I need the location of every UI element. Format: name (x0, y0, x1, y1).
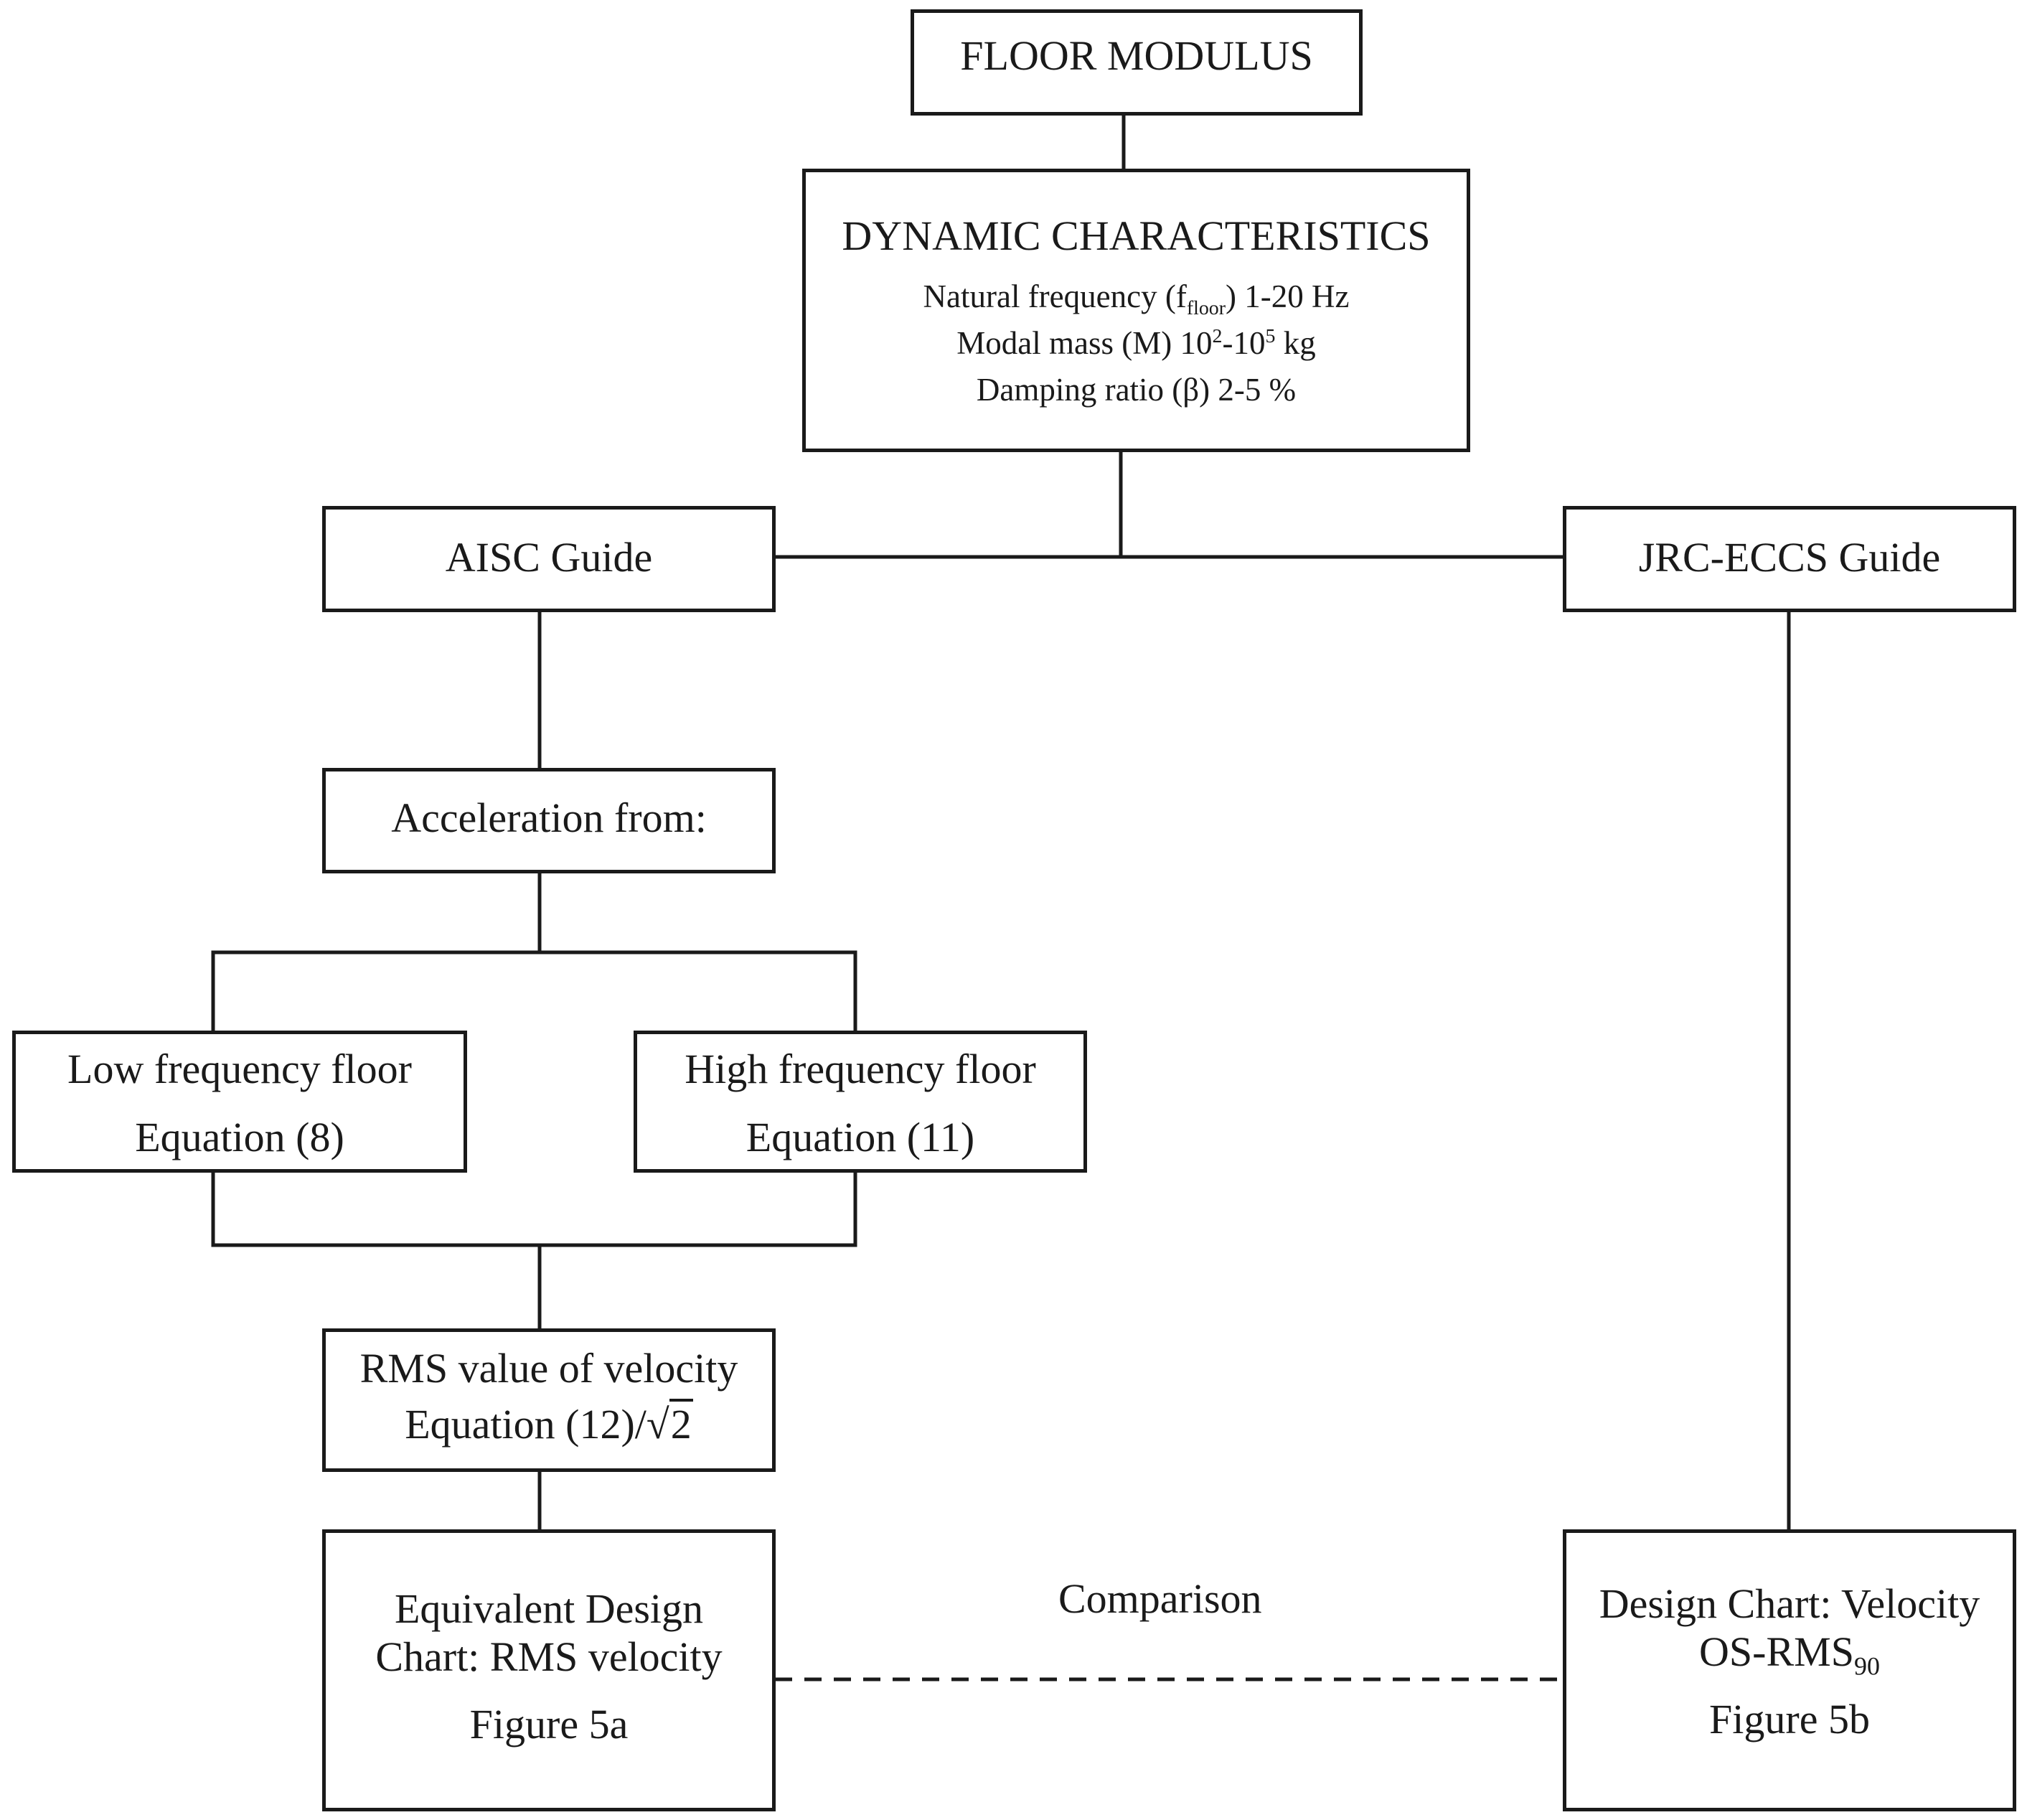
aisc-guide-title: AISC Guide (445, 534, 653, 581)
os-rms-subscript: 90 (1854, 1651, 1880, 1681)
square-root-expression: √2 (646, 1398, 693, 1449)
dynamic-characteristics-title: DYNAMIC CHARACTERISTICS (842, 212, 1431, 259)
natural-frequency-value: ) 1-20 Hz (1226, 278, 1350, 314)
dynamic-characteristics-box: DYNAMIC CHARACTERISTICS Natural frequenc… (802, 169, 1470, 452)
natural-frequency-text: Natural frequency (ffloor) 1-20 Hz (806, 273, 1467, 320)
edge-acceleration-split (211, 950, 857, 1031)
square-root-argument: 2 (669, 1398, 693, 1448)
floor-modulus-box: FLOOR MODULUS (911, 9, 1363, 116)
equivalent-design-chart-box: Equivalent Design Chart: RMS velocity Fi… (322, 1529, 776, 1811)
design-chart-velocity-line1: Design Chart: Velocity (1599, 1580, 1980, 1627)
square-root-symbol: √ (646, 1400, 669, 1448)
low-frequency-floor-title: Low frequency floor (67, 1046, 412, 1092)
equivalent-design-chart-line1: Equivalent Design (394, 1585, 704, 1632)
modal-mass-range-separator: -10 (1222, 324, 1266, 361)
edge-frequency-merge (211, 1170, 857, 1247)
design-chart-velocity-figure: Figure 5b (1709, 1696, 1870, 1743)
floor-modulus-title: FLOOR MODULUS (960, 32, 1313, 79)
natural-frequency-label: Natural frequency (f (923, 278, 1187, 314)
acceleration-box: Acceleration from: (322, 768, 776, 873)
high-frequency-floor-equation: Equation (11) (746, 1113, 975, 1160)
damping-ratio-text: Damping ratio (β) 2-5 % (976, 372, 1297, 408)
low-frequency-floor-box: Low frequency floor Equation (8) (12, 1031, 467, 1173)
modal-mass-text: Modal mass (M) 102-105 kg (806, 320, 1467, 367)
design-chart-velocity-box: Design Chart: Velocity OS-RMS90 Figure 5… (1563, 1529, 2016, 1811)
comparison-label: Comparison (1058, 1575, 1262, 1622)
modal-mass-exponent-high: 5 (1265, 324, 1276, 347)
design-chart-velocity-line2: OS-RMS90 (1566, 1628, 2013, 1679)
jrc-eccs-guide-title: JRC-ECCS Guide (1638, 534, 1941, 581)
os-rms-label: OS-RMS (1699, 1628, 1855, 1675)
rms-equation-text: Equation (12)/ (405, 1400, 646, 1448)
rms-velocity-title: RMS value of velocity (359, 1345, 738, 1392)
jrc-eccs-guide-box: JRC-ECCS Guide (1563, 506, 2016, 612)
natural-frequency-subscript: floor (1186, 296, 1226, 319)
low-frequency-floor-equation: Equation (8) (135, 1113, 344, 1160)
high-frequency-floor-box: High frequency floor Equation (11) (634, 1031, 1087, 1173)
rms-velocity-box: RMS value of velocity Equation (12)/√2 (322, 1328, 776, 1472)
modal-mass-unit: kg (1275, 324, 1316, 361)
equivalent-design-chart-line2: Chart: RMS velocity (375, 1633, 723, 1680)
modal-mass-exponent-low: 2 (1212, 324, 1223, 347)
rms-velocity-equation: Equation (12)/√2 (326, 1398, 772, 1449)
acceleration-title: Acceleration from: (391, 794, 707, 841)
equivalent-design-chart-figure: Figure 5a (469, 1701, 629, 1748)
modal-mass-label: Modal mass (M) 10 (956, 324, 1213, 361)
high-frequency-floor-title: High frequency floor (685, 1046, 1036, 1092)
aisc-guide-box: AISC Guide (322, 506, 776, 612)
